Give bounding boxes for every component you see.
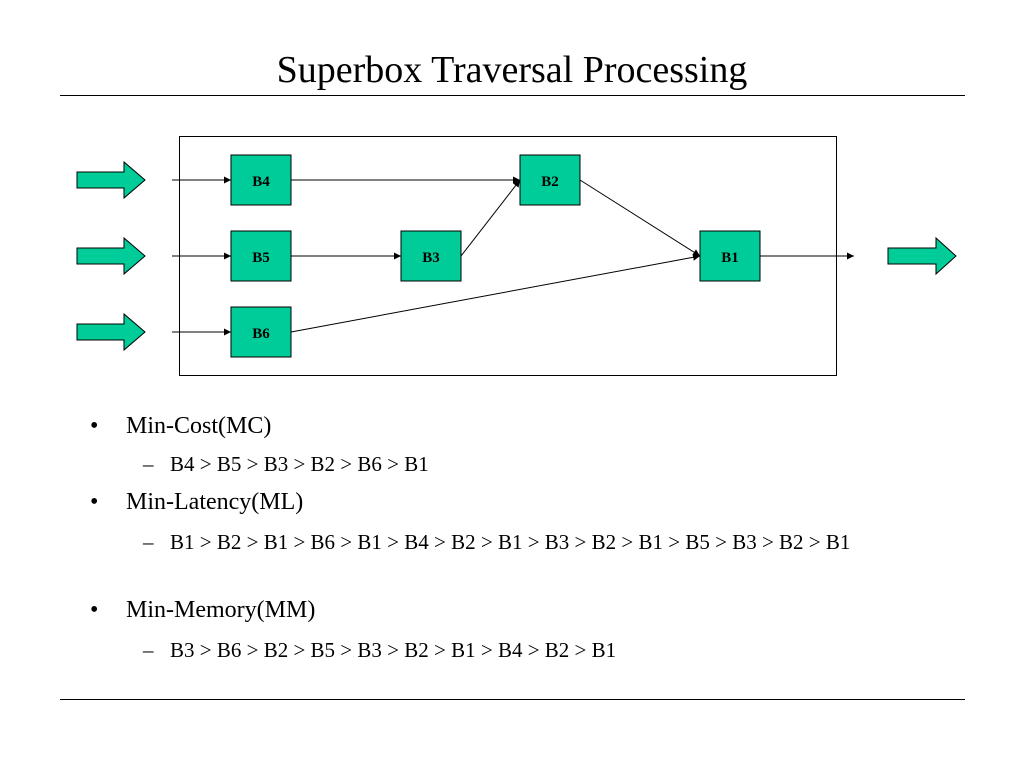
dash-icon: – [143,530,154,554]
box-b2: B2 [519,154,581,206]
bullet-dot-icon: • [90,597,99,623]
dash-icon: – [143,452,154,476]
edge-b2-b1 [579,179,701,257]
input-arrow-bottom [76,312,146,352]
top-divider [60,95,965,96]
bullet-heading: Min-Latency(ML) [126,489,304,515]
bottom-divider [60,699,965,700]
bullet-heading: Min-Memory(MM) [126,597,316,623]
bullet-min-memory: • Min-Memory(MM) [90,595,315,625]
output-arrow [887,236,957,276]
order-text: B4 > B5 > B3 > B2 > B6 > B1 [170,452,429,476]
bullet-dot-icon: • [90,489,99,515]
box-b1-label: B1 [721,250,739,266]
box-b5-label: B5 [252,250,270,266]
box-b1: B1 [699,230,761,282]
edge-b6-b1 [290,253,701,333]
bullet-min-latency: • Min-Latency(ML) [90,487,303,517]
box-b4-label: B4 [252,174,270,190]
dash-icon: – [143,638,154,662]
sub-bullet-min-latency-order: – B1 > B2 > B1 > B6 > B1 > B4 > B2 > B1 … [143,528,923,557]
box-b2-label: B2 [541,174,559,190]
box-b3-label: B3 [422,250,440,266]
input-arrow-top [76,160,146,200]
bullet-heading: Min-Cost(MC) [126,413,272,439]
edge-b3-b2 [460,179,521,257]
bullet-min-cost: • Min-Cost(MC) [90,411,271,441]
box-b3: B3 [400,230,462,282]
input-arrow-middle [76,236,146,276]
box-b4: B4 [230,154,292,206]
sub-bullet-min-cost-order: – B4 > B5 > B3 > B2 > B6 > B1 [143,450,923,479]
order-text: B3 > B6 > B2 > B5 > B3 > B2 > B1 > B4 > … [170,638,617,662]
box-b6-label: B6 [252,326,270,342]
sub-bullet-min-memory-order: – B3 > B6 > B2 > B5 > B3 > B2 > B1 > B4 … [143,636,923,665]
box-b5: B5 [230,230,292,282]
bullet-dot-icon: • [90,413,99,439]
slide-title: Superbox Traversal Processing [276,49,748,91]
box-b6: B6 [230,306,292,358]
order-text: B1 > B2 > B1 > B6 > B1 > B4 > B2 > B1 > … [170,530,851,554]
